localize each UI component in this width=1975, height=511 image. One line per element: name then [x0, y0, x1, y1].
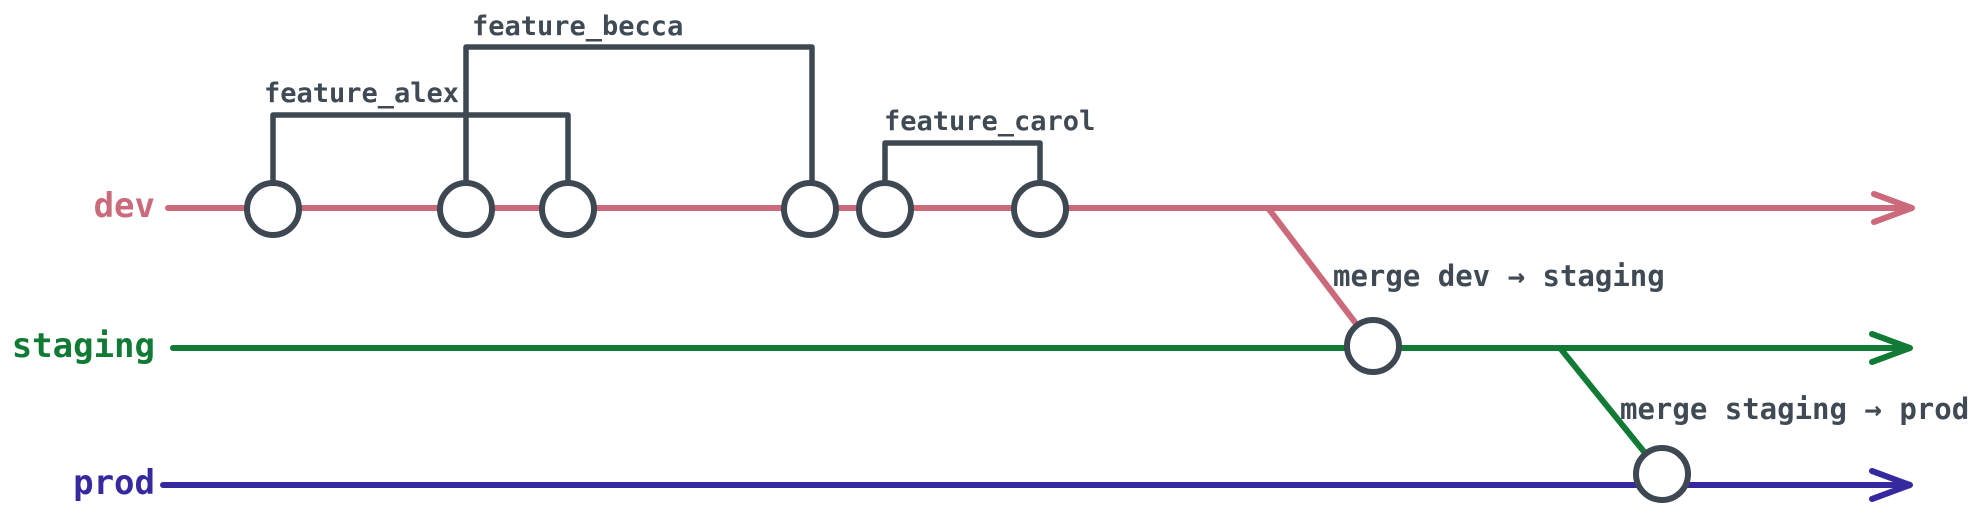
feature-bracket-carol: [882, 140, 1043, 212]
dev-commit-node: [856, 180, 914, 238]
branch-label-dev: dev: [93, 186, 155, 226]
merge-label-dev-staging: merge dev → staging: [1333, 259, 1665, 293]
merge-commit-node-dev-staging: [1344, 317, 1402, 375]
branch-label-prod: prod: [73, 463, 155, 503]
dev-commit-node: [781, 180, 839, 238]
dev-commit-node: [244, 180, 302, 238]
feature-label-alex: feature_alex: [264, 78, 460, 109]
dev-commit-node: [437, 180, 495, 238]
staging-arrowhead-icon: [1869, 331, 1913, 365]
feature-label-carol: feature_carol: [884, 106, 1096, 137]
feature-bracket-becca: [463, 44, 815, 212]
feature-label-becca: feature_becca: [472, 11, 684, 42]
feature-bracket-alex: [270, 112, 571, 212]
dev-commit-node: [1011, 180, 1069, 238]
prod-arrowhead-icon: [1869, 468, 1913, 502]
dev-arrowhead-icon: [1871, 191, 1915, 225]
dev-commit-node: [539, 180, 597, 238]
merge-label-staging-prod: merge staging → prod: [1620, 392, 1970, 426]
branch-label-staging: staging: [11, 326, 155, 366]
merge-commit-node-staging-prod: [1633, 445, 1691, 503]
